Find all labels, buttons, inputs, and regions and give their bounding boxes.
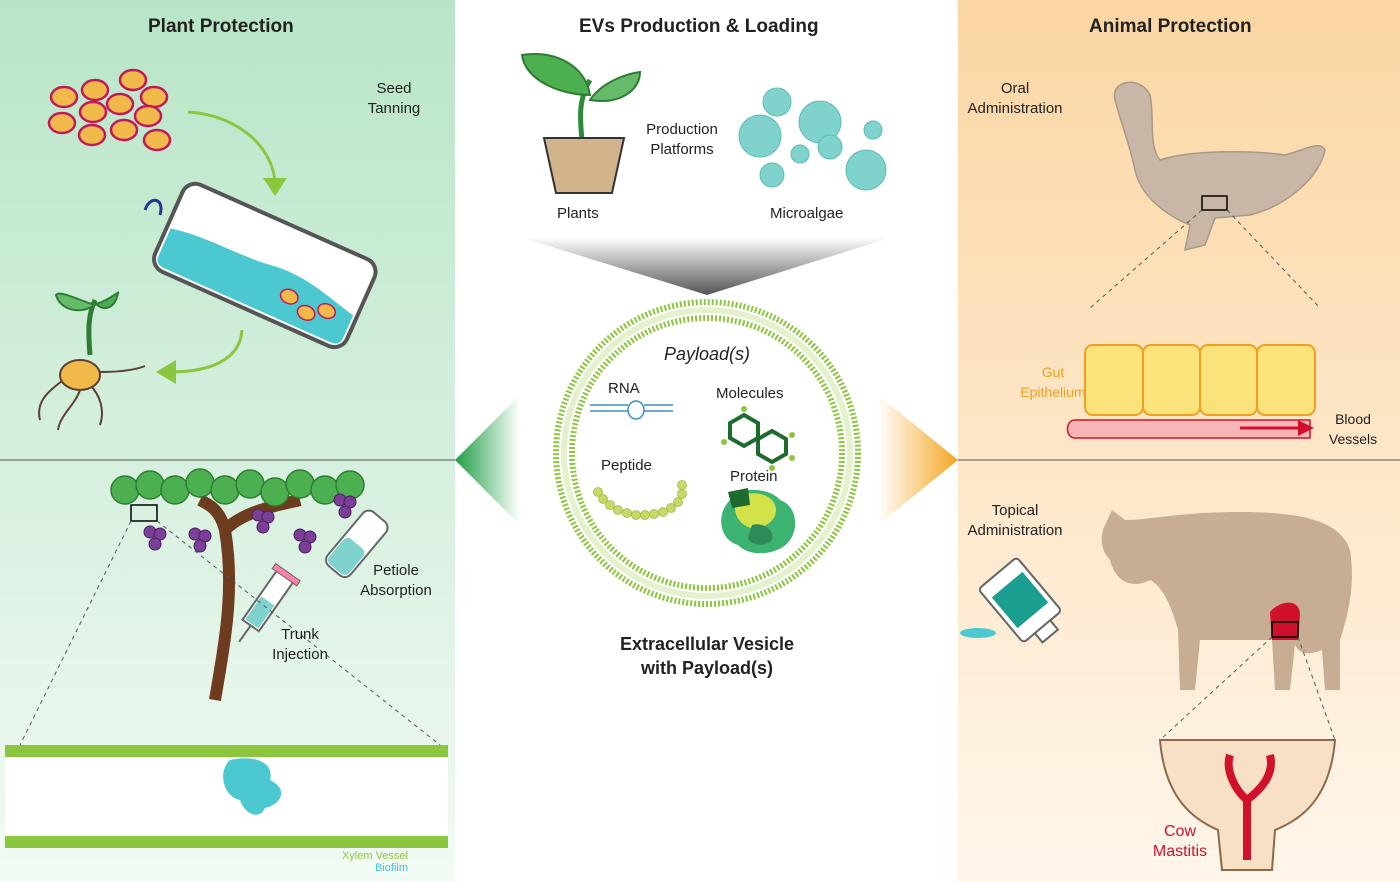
gut-epithelium-label: Gut Epithelium — [1020, 364, 1086, 400]
petiole-absorption-label: Petiole Absorption — [360, 562, 432, 599]
blood-vessel-icon — [1066, 419, 1311, 439]
microalgae-icon — [738, 87, 887, 191]
vesicle-caption: Extracellular Vesicle with Payload(s) — [619, 634, 795, 678]
right-arrow — [878, 395, 958, 525]
vine-leaves — [110, 468, 365, 507]
production-title: EVs Production & Loading — [579, 16, 819, 37]
cow-silhouette — [1101, 510, 1352, 690]
arrow-drum-to-sprout — [169, 329, 244, 374]
grapes-icon — [143, 493, 357, 554]
left-arrow — [455, 395, 520, 525]
xylem-vessel-label: Xylem Vessel — [341, 850, 408, 862]
production-platforms-label: Production Platforms — [646, 121, 718, 158]
udder-zoom-right — [1297, 636, 1336, 741]
xylem-vessel-icon — [5, 745, 448, 848]
peptide-label: Peptide — [601, 457, 652, 474]
sprout-icon — [38, 291, 146, 431]
protein-label: Protein — [730, 468, 778, 485]
rna-label: RNA — [608, 380, 640, 397]
seeds-icon — [47, 68, 172, 152]
udder-zoom-box — [1271, 621, 1299, 638]
cow-mastitis-label: Cow Mastitis — [1152, 823, 1208, 860]
potted-plant-icon — [520, 53, 642, 194]
production-funnel — [520, 237, 893, 295]
payload-title: Payload(s) — [663, 344, 751, 364]
gut-epithelium-icon — [1084, 344, 1316, 416]
peptide-icon — [593, 480, 687, 520]
petiole-tube-icon — [325, 509, 389, 579]
vine-zoom-box — [130, 504, 158, 522]
animal-panel-title: Animal Protection — [1089, 16, 1252, 37]
udder-zoom-left — [1159, 636, 1273, 741]
plant-panel — [0, 0, 455, 882]
zoom-line-left — [19, 520, 132, 746]
rna-icon — [590, 400, 673, 420]
plant-panel-title: Plant Protection — [148, 16, 294, 37]
blood-vessels-label: Blood Vessels — [1328, 411, 1378, 447]
arrow-seeds-to-drum — [187, 110, 277, 186]
seed-tanning-label: Seed Tanning — [367, 80, 421, 117]
tanning-drum-icon — [152, 181, 378, 350]
vine-trunk — [197, 494, 302, 701]
microalgae-label: Microalgae — [770, 205, 844, 222]
rotate-arrow-icon — [143, 199, 163, 216]
gut-zoom-left — [1089, 209, 1203, 309]
biofilm-label: Biofilm — [374, 862, 408, 874]
syringe-icon — [238, 562, 301, 643]
animal-panel — [958, 0, 1400, 882]
ointment-drop-icon — [960, 628, 996, 638]
oral-administration-label: Oral Administration — [967, 80, 1063, 117]
protein-icon — [721, 488, 796, 554]
topical-administration-label: Topical Administration — [967, 502, 1063, 539]
gut-zoom-right — [1226, 209, 1321, 309]
gut-zoom-box — [1201, 195, 1228, 211]
trunk-injection-label: Trunk Injection — [272, 626, 328, 663]
molecules-icon — [721, 406, 795, 471]
plants-label: Plants — [557, 205, 599, 222]
duck-silhouette — [1113, 81, 1326, 252]
milk-duct-icon — [1224, 753, 1275, 860]
ointment-tube-icon — [978, 557, 1062, 644]
molecules-label: Molecules — [716, 385, 784, 402]
